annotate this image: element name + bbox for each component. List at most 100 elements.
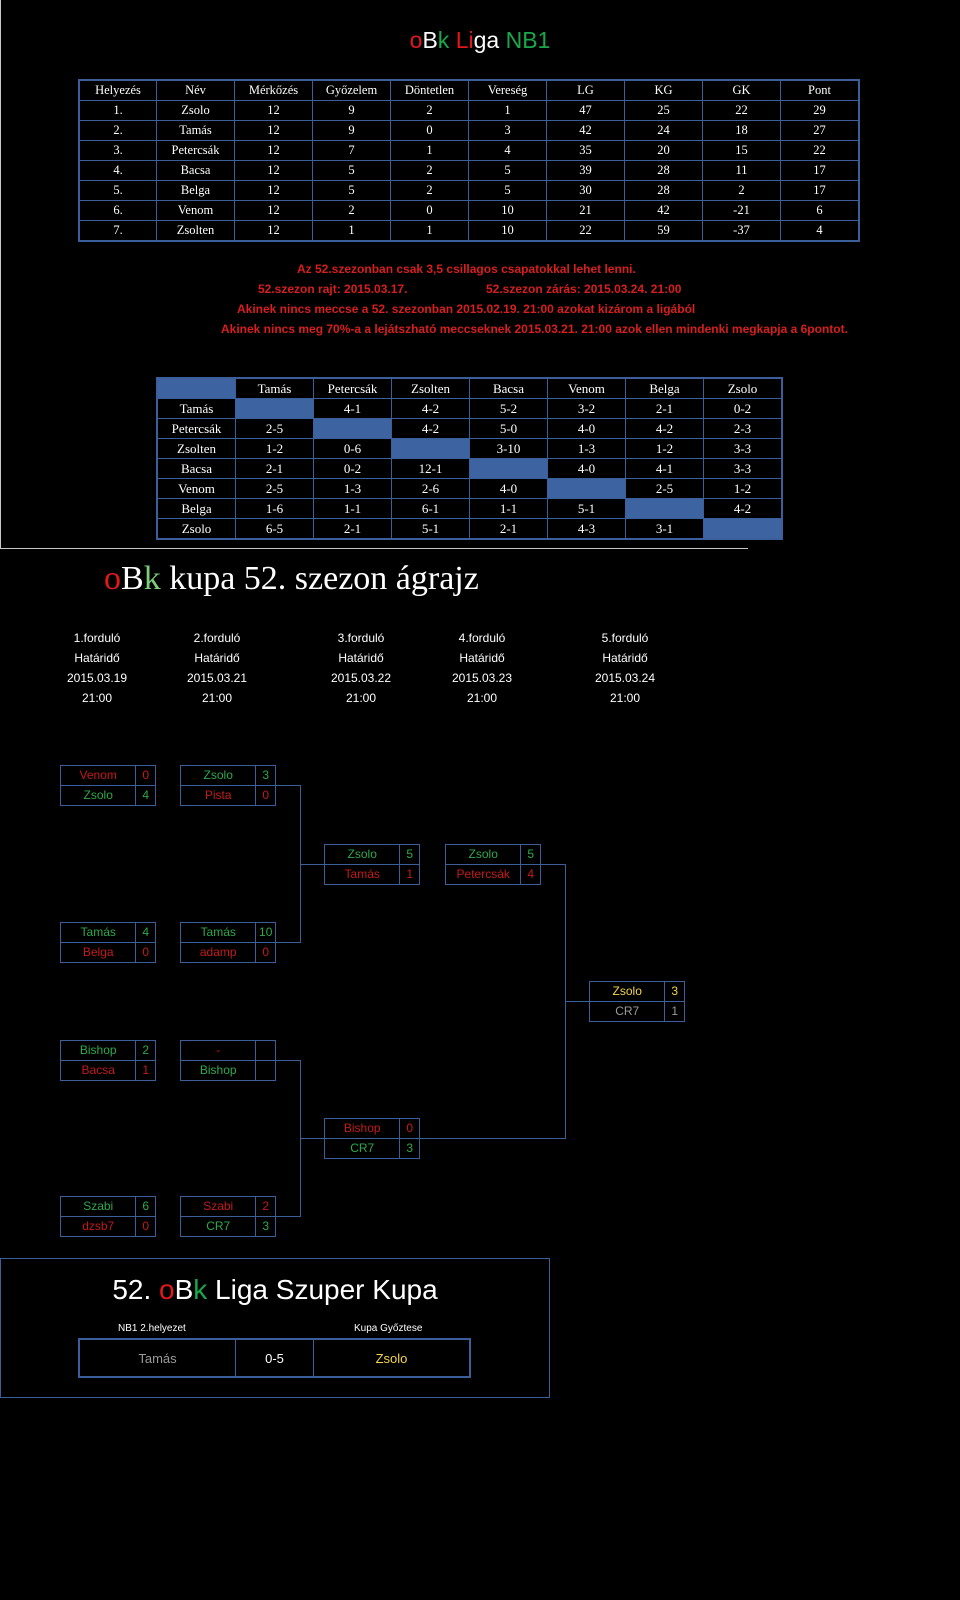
team-name: Zsolo: [61, 786, 137, 805]
standings-cell: Petercsák: [156, 140, 235, 161]
team-name: Zsolo: [181, 766, 257, 785]
team-score: 0: [142, 1219, 150, 1233]
team-name: -: [181, 1041, 257, 1060]
team-name: Belga: [61, 943, 137, 962]
team-name: CR7: [325, 1139, 401, 1158]
team-name: Bishop: [181, 1061, 257, 1080]
team-name: Zsolo: [590, 982, 666, 1001]
standings-cell: 27: [780, 120, 860, 141]
standings-cell: 2.: [78, 120, 157, 141]
standings-cell: 15: [702, 140, 781, 161]
round-time: 21:00: [81, 691, 113, 705]
matrix-result-cell: 2-5: [625, 478, 704, 499]
header-cell: Mérkőzés: [234, 79, 313, 101]
matrix-diagonal-cell: [703, 518, 783, 540]
standings-cell: 30: [546, 180, 625, 201]
standings-cell: 28: [624, 160, 703, 181]
title-NB1: NB1: [505, 27, 551, 53]
matrix-column-header: Tamás: [235, 377, 314, 399]
team-score: 5: [406, 847, 414, 861]
header-cell: Győzelem: [312, 79, 391, 101]
title-Li: Li: [455, 27, 474, 53]
standings-cell: 6.: [78, 200, 157, 221]
standings-cell: 28: [624, 180, 703, 201]
matrix-result-cell: 4-2: [391, 398, 470, 419]
team-name: Bishop: [61, 1041, 137, 1060]
bracket-line: [276, 785, 301, 786]
standings-cell: 22: [546, 220, 625, 242]
round-deadline-label: Határidő: [194, 651, 240, 665]
matrix-result-cell: 2-6: [391, 478, 470, 499]
matrix-result-cell: 1-3: [547, 438, 626, 459]
matrix-result-cell: 5-2: [469, 398, 548, 419]
matrix-result-cell: 3-2: [547, 398, 626, 419]
standings-cell: Tamás: [156, 120, 235, 141]
team-score: 1: [406, 867, 414, 881]
standings-cell: 12: [234, 160, 313, 181]
team-name: adamp: [181, 943, 257, 962]
team-score: [256, 1061, 275, 1080]
matrix-result-cell: 1-2: [625, 438, 704, 459]
note-line-2a: 52.szezon rajt: 2015.03.17.: [258, 282, 408, 296]
round-header-1: 1.forduló Határidő 2015.03.19 21:00: [42, 628, 152, 708]
matrix-row-header: Tamás: [156, 398, 236, 419]
standings-cell: 42: [546, 120, 625, 141]
matrix-result-cell: 2-5: [235, 478, 314, 499]
team-score: 3: [671, 984, 679, 998]
standings-cell: Zsolo: [156, 100, 235, 121]
standings-cell: 4: [468, 140, 547, 161]
matrix-row-header: Zsolten: [156, 438, 236, 459]
matrix-result-cell: 3-3: [703, 438, 783, 459]
standings-cell: 2: [390, 160, 469, 181]
team-name: Szabi: [181, 1197, 257, 1216]
matrix-result-cell: 4-1: [625, 458, 704, 479]
super-rest: Liga Szuper Kupa: [207, 1274, 438, 1305]
matrix-column-header: Zsolten: [391, 377, 470, 399]
matrix-result-cell: 2-5: [235, 418, 314, 439]
bracket-line: [420, 1138, 566, 1139]
header-cell: LG: [546, 79, 625, 101]
round-time: 21:00: [466, 691, 498, 705]
standings-cell: 1: [312, 220, 391, 242]
super-score: 0-5: [235, 1338, 314, 1378]
matrix-diagonal-cell: [547, 478, 626, 499]
round-name: 3.forduló: [337, 631, 385, 645]
matrix-result-cell: 3-10: [469, 438, 548, 459]
matrix-result-cell: 1-6: [235, 498, 314, 519]
team-score: 0: [406, 1121, 414, 1135]
standings-cell: Venom: [156, 200, 235, 221]
round-name: 4.forduló: [458, 631, 506, 645]
matrix-diagonal-cell: [469, 458, 548, 479]
round-header-5: 5.forduló Határidő 2015.03.24 21:00: [570, 628, 680, 708]
matrix-result-cell: 4-1: [313, 398, 392, 419]
frame-bottom-line: [0, 548, 748, 549]
header-cell: KG: [624, 79, 703, 101]
standings-cell: 7: [312, 140, 391, 161]
standings-cell: -37: [702, 220, 781, 242]
matrix-result-cell: 4-0: [547, 458, 626, 479]
team-name: CR7: [181, 1217, 257, 1236]
team-name: Petercsák: [446, 865, 522, 884]
bracket-line: [300, 1138, 324, 1139]
standings-cell: 42: [624, 200, 703, 221]
bracket-line: [276, 1060, 301, 1061]
super-team-left: Tamás: [78, 1338, 236, 1378]
matrix-result-cell: 0-2: [703, 398, 783, 419]
standings-cell: 12: [234, 140, 313, 161]
team-score: 3: [406, 1141, 414, 1155]
matrix-result-cell: 2-3: [703, 418, 783, 439]
team-name: Tamás: [61, 923, 137, 942]
matrix-result-cell: 1-3: [313, 478, 392, 499]
matrix-result-cell: 0-2: [313, 458, 392, 479]
matrix-result-cell: 2-1: [313, 518, 392, 540]
matrix-result-cell: 4-0: [547, 418, 626, 439]
standings-cell: 0: [390, 200, 469, 221]
